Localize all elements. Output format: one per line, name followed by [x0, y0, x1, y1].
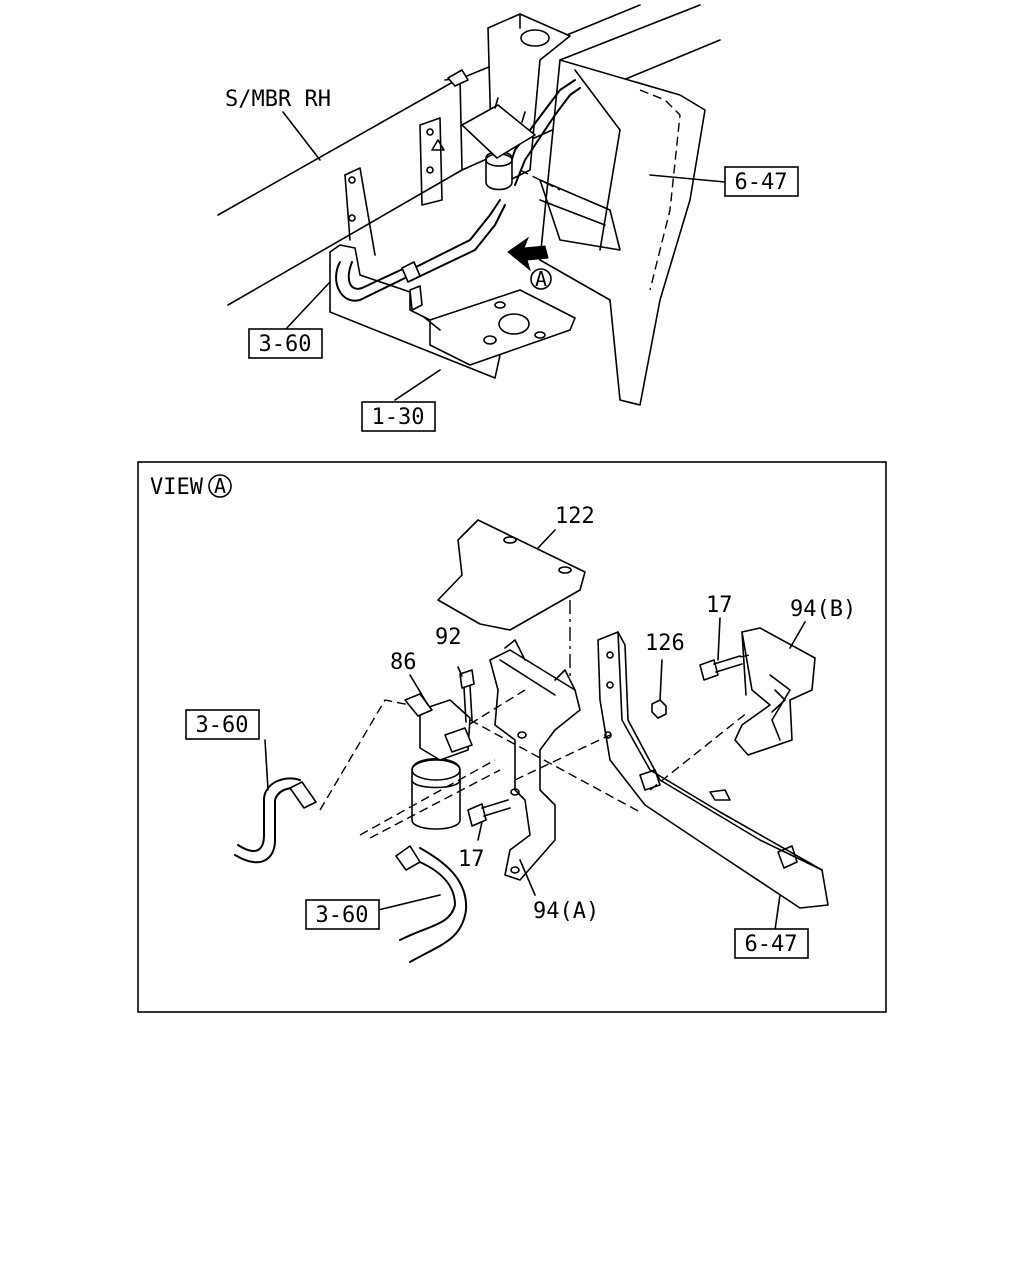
ref-box-6-47-detail[interactable]: 6-47	[734, 928, 809, 959]
ref-6-47-detail-text: 6-47	[745, 932, 798, 957]
detail-view-marker: A	[214, 474, 226, 498]
ref-3-60-upper-text: 3-60	[196, 713, 249, 738]
receiver-drier-86	[411, 758, 461, 830]
side-member-label: S/MBR RH	[225, 87, 331, 112]
part-86-label: 86	[390, 650, 417, 675]
ref-box-3-60-top[interactable]: 3-60	[248, 328, 323, 359]
bolt-17-upper	[699, 659, 719, 681]
part-94a-label: 94(A)	[533, 899, 599, 924]
part-126-label: 126	[645, 631, 685, 656]
bolt-17-lower	[467, 803, 487, 827]
bracket-94a	[489, 649, 581, 881]
bracket-94b	[734, 627, 816, 756]
ref-6-47-top-text: 6-47	[735, 170, 788, 195]
nut-126	[651, 699, 667, 719]
detail-view-frame	[137, 461, 887, 1013]
ref-1-30-top-text: 1-30	[372, 405, 425, 430]
top-view-marker: A	[535, 267, 547, 291]
part-94b-label: 94(B)	[790, 597, 856, 622]
top-assembly-view: A S/MBR RH 6-47 3-60 1-30	[217, 4, 799, 432]
detail-view-panel: VIEW A	[137, 461, 887, 1013]
detail-view-title: VIEW	[150, 475, 204, 500]
ref-box-3-60-upper[interactable]: 3-60	[185, 709, 260, 740]
part-17-lower-label: 17	[458, 847, 485, 872]
ref-3-60-top-text: 3-60	[259, 332, 312, 357]
ref-box-1-30-top[interactable]: 1-30	[361, 401, 436, 432]
part-17-upper-label: 17	[706, 593, 733, 618]
bolt-92	[459, 669, 475, 689]
part-122-label: 122	[555, 504, 595, 529]
ref-box-6-47-top[interactable]: 6-47	[724, 166, 799, 197]
ref-box-3-60-lower[interactable]: 3-60	[305, 899, 380, 930]
frame-rail-6-47	[597, 631, 829, 909]
ref-3-60-lower-text: 3-60	[316, 903, 369, 928]
part-92-label: 92	[435, 625, 462, 650]
